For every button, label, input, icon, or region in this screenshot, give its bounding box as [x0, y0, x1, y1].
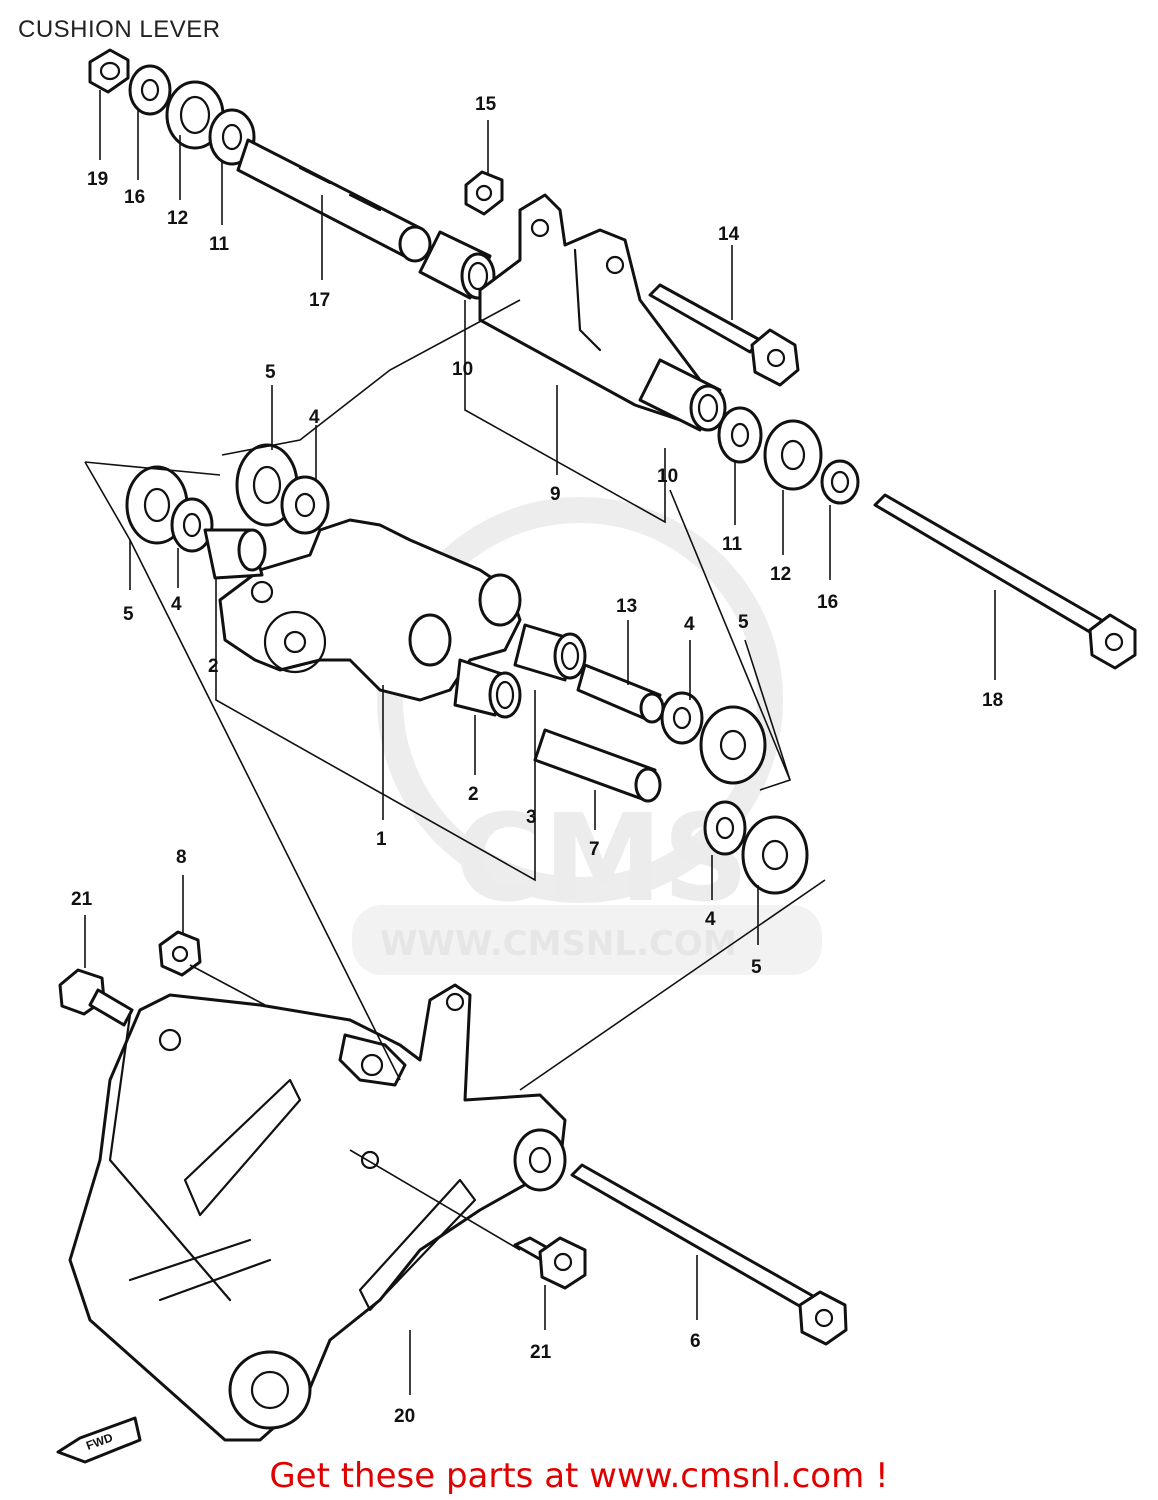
callout-10-right: 10	[657, 466, 678, 487]
part-4-washer-upper[interactable]	[280, 475, 330, 535]
callout-10-left: 10	[452, 359, 473, 380]
part-16-collar[interactable]	[128, 64, 172, 116]
callout-labels: 19 16 12 11 17 15 14 10 10 9 11 12 16 18…	[71, 94, 1003, 1427]
callout-11-right: 11	[722, 534, 743, 555]
callout-18: 18	[982, 690, 1003, 711]
part-6-bolt[interactable]	[570, 1163, 848, 1346]
callout-21-upper: 21	[71, 889, 93, 910]
part-4-washer-mid[interactable]	[660, 691, 704, 745]
callout-4-low: 4	[705, 909, 716, 930]
part-16-collar-right[interactable]	[820, 459, 860, 505]
part-5-seal-mid[interactable]	[699, 705, 767, 785]
part-13-spacer[interactable]	[576, 663, 665, 724]
part-4-washer-left[interactable]	[170, 497, 214, 553]
callout-6: 6	[690, 1331, 701, 1352]
part-10-bearing-right[interactable]	[638, 358, 727, 432]
callout-12-right: 12	[770, 564, 791, 585]
callout-8: 8	[176, 847, 187, 868]
part-7-spacer[interactable]	[533, 728, 662, 803]
part-17-spacer[interactable]	[236, 138, 432, 263]
callout-21-lower: 21	[530, 1342, 552, 1363]
callout-17: 17	[309, 290, 330, 311]
callout-3: 3	[526, 807, 537, 828]
callout-11: 11	[209, 234, 230, 255]
callout-4-left: 4	[171, 594, 182, 615]
callout-5-left: 5	[123, 604, 134, 625]
part-14-bolt[interactable]	[648, 283, 800, 387]
callout-16: 16	[124, 187, 145, 208]
callout-4-mid: 4	[684, 614, 695, 635]
callout-7: 7	[589, 839, 600, 860]
leader-lines	[84, 90, 996, 1395]
callout-19: 19	[87, 169, 108, 190]
callout-2-upper: 2	[208, 656, 219, 677]
callout-5-upper: 5	[265, 362, 276, 383]
callout-1: 1	[376, 829, 387, 850]
part-4-washer-low[interactable]	[703, 800, 747, 856]
part-2-bearing-upper[interactable]	[203, 528, 267, 580]
part-3-bearing[interactable]	[513, 623, 587, 682]
get-parts-link[interactable]: Get these parts at www.cmsnl.com !	[269, 1456, 889, 1496]
part-18-long-bolt[interactable]	[873, 493, 1137, 670]
watermark: CMS WWW.CMSNL.COM	[352, 497, 822, 975]
part-21-bolt-lower[interactable]	[513, 1236, 587, 1500]
callout-12: 12	[167, 208, 188, 229]
part-9-bracket[interactable]	[478, 193, 702, 422]
part-12-seal-right[interactable]	[763, 419, 823, 491]
callout-15: 15	[475, 94, 497, 115]
callout-5-mid: 5	[738, 612, 749, 633]
part-11-washer-right[interactable]	[717, 406, 763, 464]
part-5-seal-low[interactable]	[741, 815, 809, 895]
callout-13: 13	[616, 596, 637, 617]
part-8-nut[interactable]	[158, 930, 202, 977]
part-21-bolt-upper[interactable]	[58, 968, 134, 1027]
callout-4-upper: 4	[309, 407, 320, 428]
watermark-site-text: WWW.CMSNL.COM	[380, 924, 737, 964]
callout-2-lower: 2	[468, 784, 479, 805]
part-15-nut[interactable]	[464, 170, 504, 216]
callout-9: 9	[550, 484, 561, 505]
fwd-direction-badge: FWD	[56, 1416, 142, 1464]
callout-5-low: 5	[751, 957, 762, 978]
callout-20: 20	[394, 1406, 415, 1427]
callout-14: 14	[718, 224, 740, 245]
part-2-bearing-lower[interactable]	[453, 658, 522, 719]
part-10-bearing-top[interactable]	[418, 230, 496, 300]
part-20-bracket[interactable]	[68, 983, 567, 1442]
page-title: CUSHION LEVER	[18, 16, 221, 43]
part-19-nut[interactable]	[88, 48, 130, 94]
callout-16-right: 16	[817, 592, 838, 613]
part-1-cushion-lever[interactable]	[218, 518, 522, 702]
